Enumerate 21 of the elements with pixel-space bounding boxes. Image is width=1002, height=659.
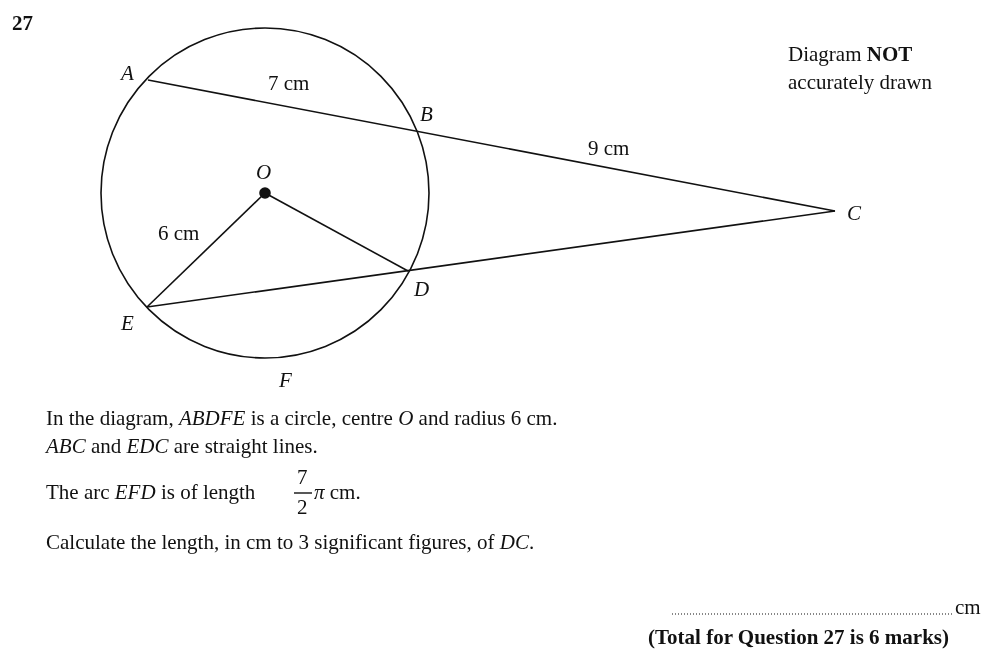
answer-unit: cm	[955, 594, 981, 621]
length-label: 6 cm	[158, 220, 200, 247]
question-text: Calculate the length, in cm to 3 significant figures, of DC.	[46, 529, 535, 556]
question-text: ABC and EDC are straight lines.	[46, 433, 318, 460]
point-label: E	[121, 310, 134, 337]
question-text: In the diagram, ABDFE is a circle, centre O and radius 6 cm.	[46, 405, 558, 432]
length-label: 9 cm	[588, 135, 630, 162]
fraction-numerator: 7	[297, 464, 308, 491]
point-label: C	[847, 200, 861, 227]
point-label: D	[414, 276, 430, 303]
length-label: 7 cm	[268, 70, 310, 97]
question-text: The arc EFD is of length	[46, 479, 256, 506]
total-marks: (Total for Question 27 is 6 marks)	[648, 624, 949, 651]
question-number: 27	[12, 10, 33, 37]
question-text: π cm.	[314, 479, 361, 506]
fraction-denominator: 2	[297, 494, 308, 521]
note: Diagram NOT accurately drawn	[788, 41, 933, 97]
point-label: F	[279, 367, 292, 394]
point-label: B	[420, 101, 433, 128]
point-label: O	[256, 159, 272, 186]
point-label: A	[121, 60, 134, 87]
